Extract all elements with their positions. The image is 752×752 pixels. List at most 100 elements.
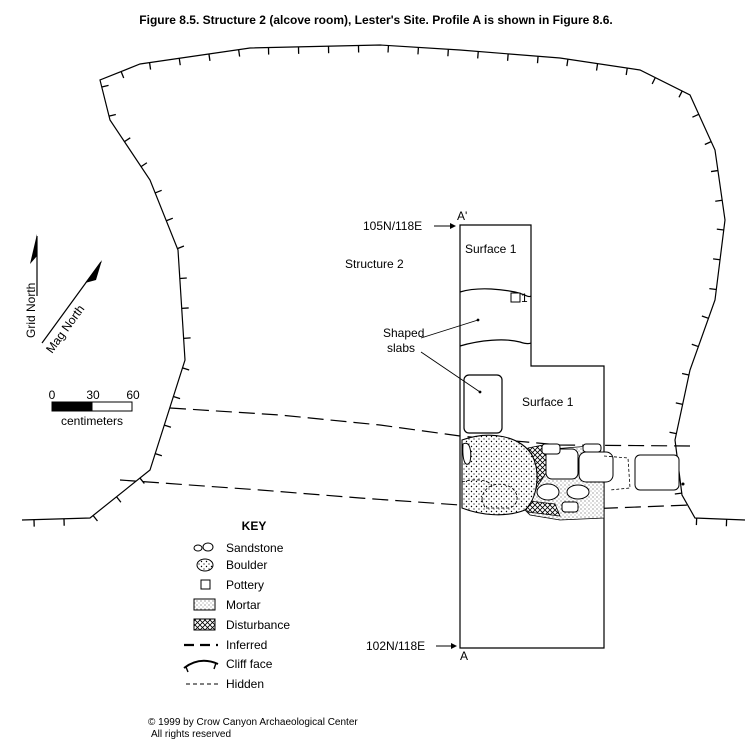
cliff-face-line [21,44,746,521]
cliff-tick [625,67,628,76]
cliff-tick [477,51,479,59]
surface-boundary-upper [459,288,532,298]
cliff-tick [678,90,683,98]
legend-label-pottery: Pottery [226,578,264,592]
legend-label-cliff-face: Cliff face [226,657,273,671]
cliff-tick [710,169,719,173]
cliff-tick [566,59,569,67]
cliff-tick [120,71,125,79]
sandstone-block [578,451,614,483]
sandstone-icon [193,542,214,552]
cliff-tick [182,367,190,371]
cliff-tick [166,217,174,222]
mortar-icon [193,598,216,611]
scale-bar: 0 30 60 centimeters [49,388,140,428]
structure-label: Structure 2 [345,257,404,271]
shaped-slabs-leader [420,319,479,339]
cliff-tick [208,53,211,61]
excavation-unit-outline [459,224,605,649]
surface-label-upper: Surface 1 [465,242,517,256]
sandstone-block [582,443,602,453]
pottery-icon [200,579,211,590]
cliff-tick [164,424,172,428]
pottery-marker [510,292,521,303]
cliff-tick [675,402,683,405]
cliff-tick [154,453,163,457]
copyright-line2: All rights reserved [151,729,231,740]
cliff-tick [715,199,723,202]
legend-label-sandstone: Sandstone [226,541,284,555]
cliff-tick [154,189,162,194]
grid-point-label-south: 102N/118E [366,639,425,653]
cliff-tick [691,343,699,348]
cliff-tick [116,496,122,503]
cliff-tick [178,58,181,66]
cliff-tick [237,49,241,57]
grid-north-arrow: Grid North [24,234,38,338]
cliff-face-icon [183,659,219,673]
mag-north-arrow: Mag North [41,260,102,356]
cliff-tick [709,288,717,291]
cliff-tick [713,258,721,261]
sandstone-block [536,483,560,501]
cliff-tick [173,395,181,400]
wall-features [461,434,685,521]
sandstone-small-left [462,442,472,465]
hidden-stone-outline-3 [603,455,631,491]
sandstone-block [634,454,680,491]
scale-tick-30: 30 [86,388,100,402]
hidden-stone-outline [481,483,518,509]
legend-label-boulder: Boulder [226,558,267,572]
cliff-face-ticks [33,45,728,527]
cliff-tick [139,477,145,484]
legend-label-inferred: Inferred [226,638,267,652]
shaped-slabs-label-line2: slabs [387,341,415,355]
pebble [681,482,685,486]
cliff-tick [704,141,712,146]
sandstone-block [545,448,579,480]
cliff-tick [674,492,682,495]
inferred-line-upper [169,407,691,447]
cliff-tick [177,245,185,250]
surface-label-lower: Surface 1 [522,395,574,409]
cliff-tick [101,84,109,88]
hidden-stone-outline-2 [461,479,493,487]
shaped-slabs-label-line1: Shaped [383,326,424,340]
scale-unit: centimeters [61,414,123,428]
cliff-tick [716,228,724,231]
sandstone-block [561,501,579,513]
cliff-tick [692,113,700,118]
boulder-large [461,434,538,516]
cliff-tick [92,515,98,522]
cliff-tick [701,315,709,319]
cliff-tick [681,372,690,376]
scale-tick-0: 0 [49,388,56,402]
grid-point-label-north: 105N/118E [363,219,422,233]
cliff-tick [124,137,131,143]
legend-label-mortar: Mortar [226,598,261,612]
profile-end-north: A' [457,209,467,223]
legend-label-disturbance: Disturbance [226,618,290,632]
legend-label-hidden: Hidden [226,677,264,691]
cliff-tick [506,53,509,61]
grid-north-label: Grid North [24,283,38,338]
shaped-slab-upright [463,374,503,434]
pottery-number: 1 [521,291,528,305]
cliff-tick [595,63,599,71]
sandstone-block [566,484,590,500]
cliff-tick [651,77,656,85]
cliff-tick [536,56,539,64]
cliff-tick [140,162,148,168]
sandstone-block [541,443,561,455]
copyright-line1: © 1999 by Crow Canyon Archaeological Cen… [148,717,358,728]
cliff-tick [669,431,677,435]
cliff-tick [108,113,116,117]
scale-tick-60: 60 [126,388,140,402]
profile-end-south: A [460,649,468,663]
cliff-tick [148,62,152,70]
legend-title: KEY [242,519,267,533]
figure-title: Figure 8.5. Structure 2 (alcove room), L… [139,13,612,27]
legend: KEY Sandstone Boulder Pottery Mortar Dis… [183,519,290,691]
surface-boundary-lower [459,339,532,347]
